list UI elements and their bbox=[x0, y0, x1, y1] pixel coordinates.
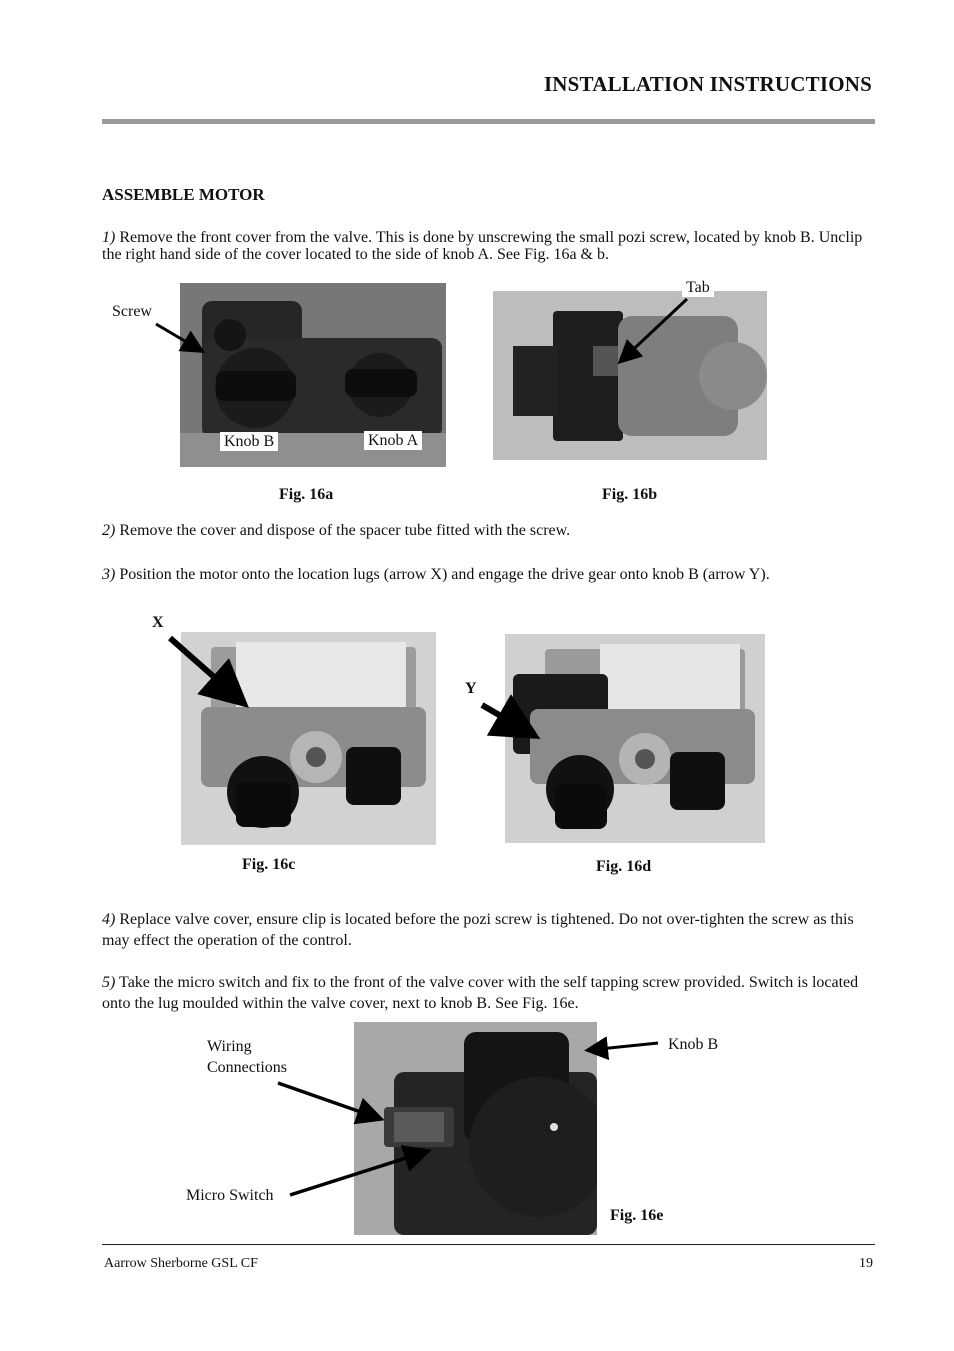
step-5: 5) Take the micro switch and fix to the … bbox=[102, 972, 877, 1014]
label-knob-a: Knob A bbox=[364, 431, 423, 450]
step-4: 4) Replace valve cover, ensure clip is l… bbox=[102, 909, 877, 951]
label-wiring-line2: Connections bbox=[207, 1059, 287, 1076]
step-2: 2) Remove the cover and dispose of the s… bbox=[102, 522, 877, 539]
step-text: Replace valve cover, ensure clip is loca… bbox=[102, 911, 854, 949]
step-text: Take the micro switch and fix to the fro… bbox=[102, 974, 859, 1012]
step-number: 5) bbox=[102, 974, 116, 991]
step-1: 1) Remove the front cover from the valve… bbox=[102, 229, 877, 263]
label-knob-b-16e: Knob B bbox=[668, 1036, 719, 1053]
step-3: 3) Position the motor onto the location … bbox=[102, 566, 877, 583]
label-wiring-line1: Wiring bbox=[207, 1038, 252, 1055]
step-number: 3) bbox=[102, 566, 116, 583]
section-title: ASSEMBLE MOTOR bbox=[102, 185, 265, 204]
step-number: 1) bbox=[102, 229, 116, 246]
photo-micro-switch bbox=[354, 1022, 597, 1235]
label-knob-b: Knob B bbox=[220, 432, 279, 451]
step-text: Remove the front cover from the valve. T… bbox=[102, 229, 863, 263]
label-micro-switch: Micro Switch bbox=[186, 1187, 274, 1204]
label-arrow-y: Y bbox=[465, 680, 477, 697]
header-rule bbox=[102, 119, 875, 124]
footer-doc-title: Aarrow Sherborne GSL CF bbox=[104, 1256, 258, 1271]
caption-fig-16b: Fig. 16b bbox=[602, 486, 658, 503]
step-text: Remove the cover and dispose of the spac… bbox=[115, 522, 571, 539]
caption-fig-16e: Fig. 16e bbox=[610, 1207, 664, 1224]
caption-fig-16d: Fig. 16d bbox=[596, 858, 652, 875]
step-number: 2) bbox=[102, 522, 116, 539]
step-text: Position the motor onto the location lug… bbox=[115, 566, 770, 583]
label-screw: Screw bbox=[112, 303, 152, 320]
photo-valve-motor-lugs bbox=[181, 632, 436, 845]
label-tab: Tab bbox=[682, 278, 714, 297]
footer-rule bbox=[102, 1244, 875, 1245]
photo-valve-motor-gear bbox=[505, 634, 765, 843]
footer-page-number: 19 bbox=[859, 1256, 873, 1271]
photo-valve-front bbox=[180, 283, 446, 467]
arrow-knob-b bbox=[584, 1036, 659, 1061]
photo-valve-side bbox=[493, 291, 767, 460]
label-arrow-x: X bbox=[152, 614, 164, 631]
caption-fig-16c: Fig. 16c bbox=[242, 856, 296, 873]
step-number: 4) bbox=[102, 911, 116, 928]
caption-fig-16a: Fig. 16a bbox=[279, 486, 334, 503]
page-header-title: INSTALLATION INSTRUCTIONS bbox=[543, 72, 872, 96]
